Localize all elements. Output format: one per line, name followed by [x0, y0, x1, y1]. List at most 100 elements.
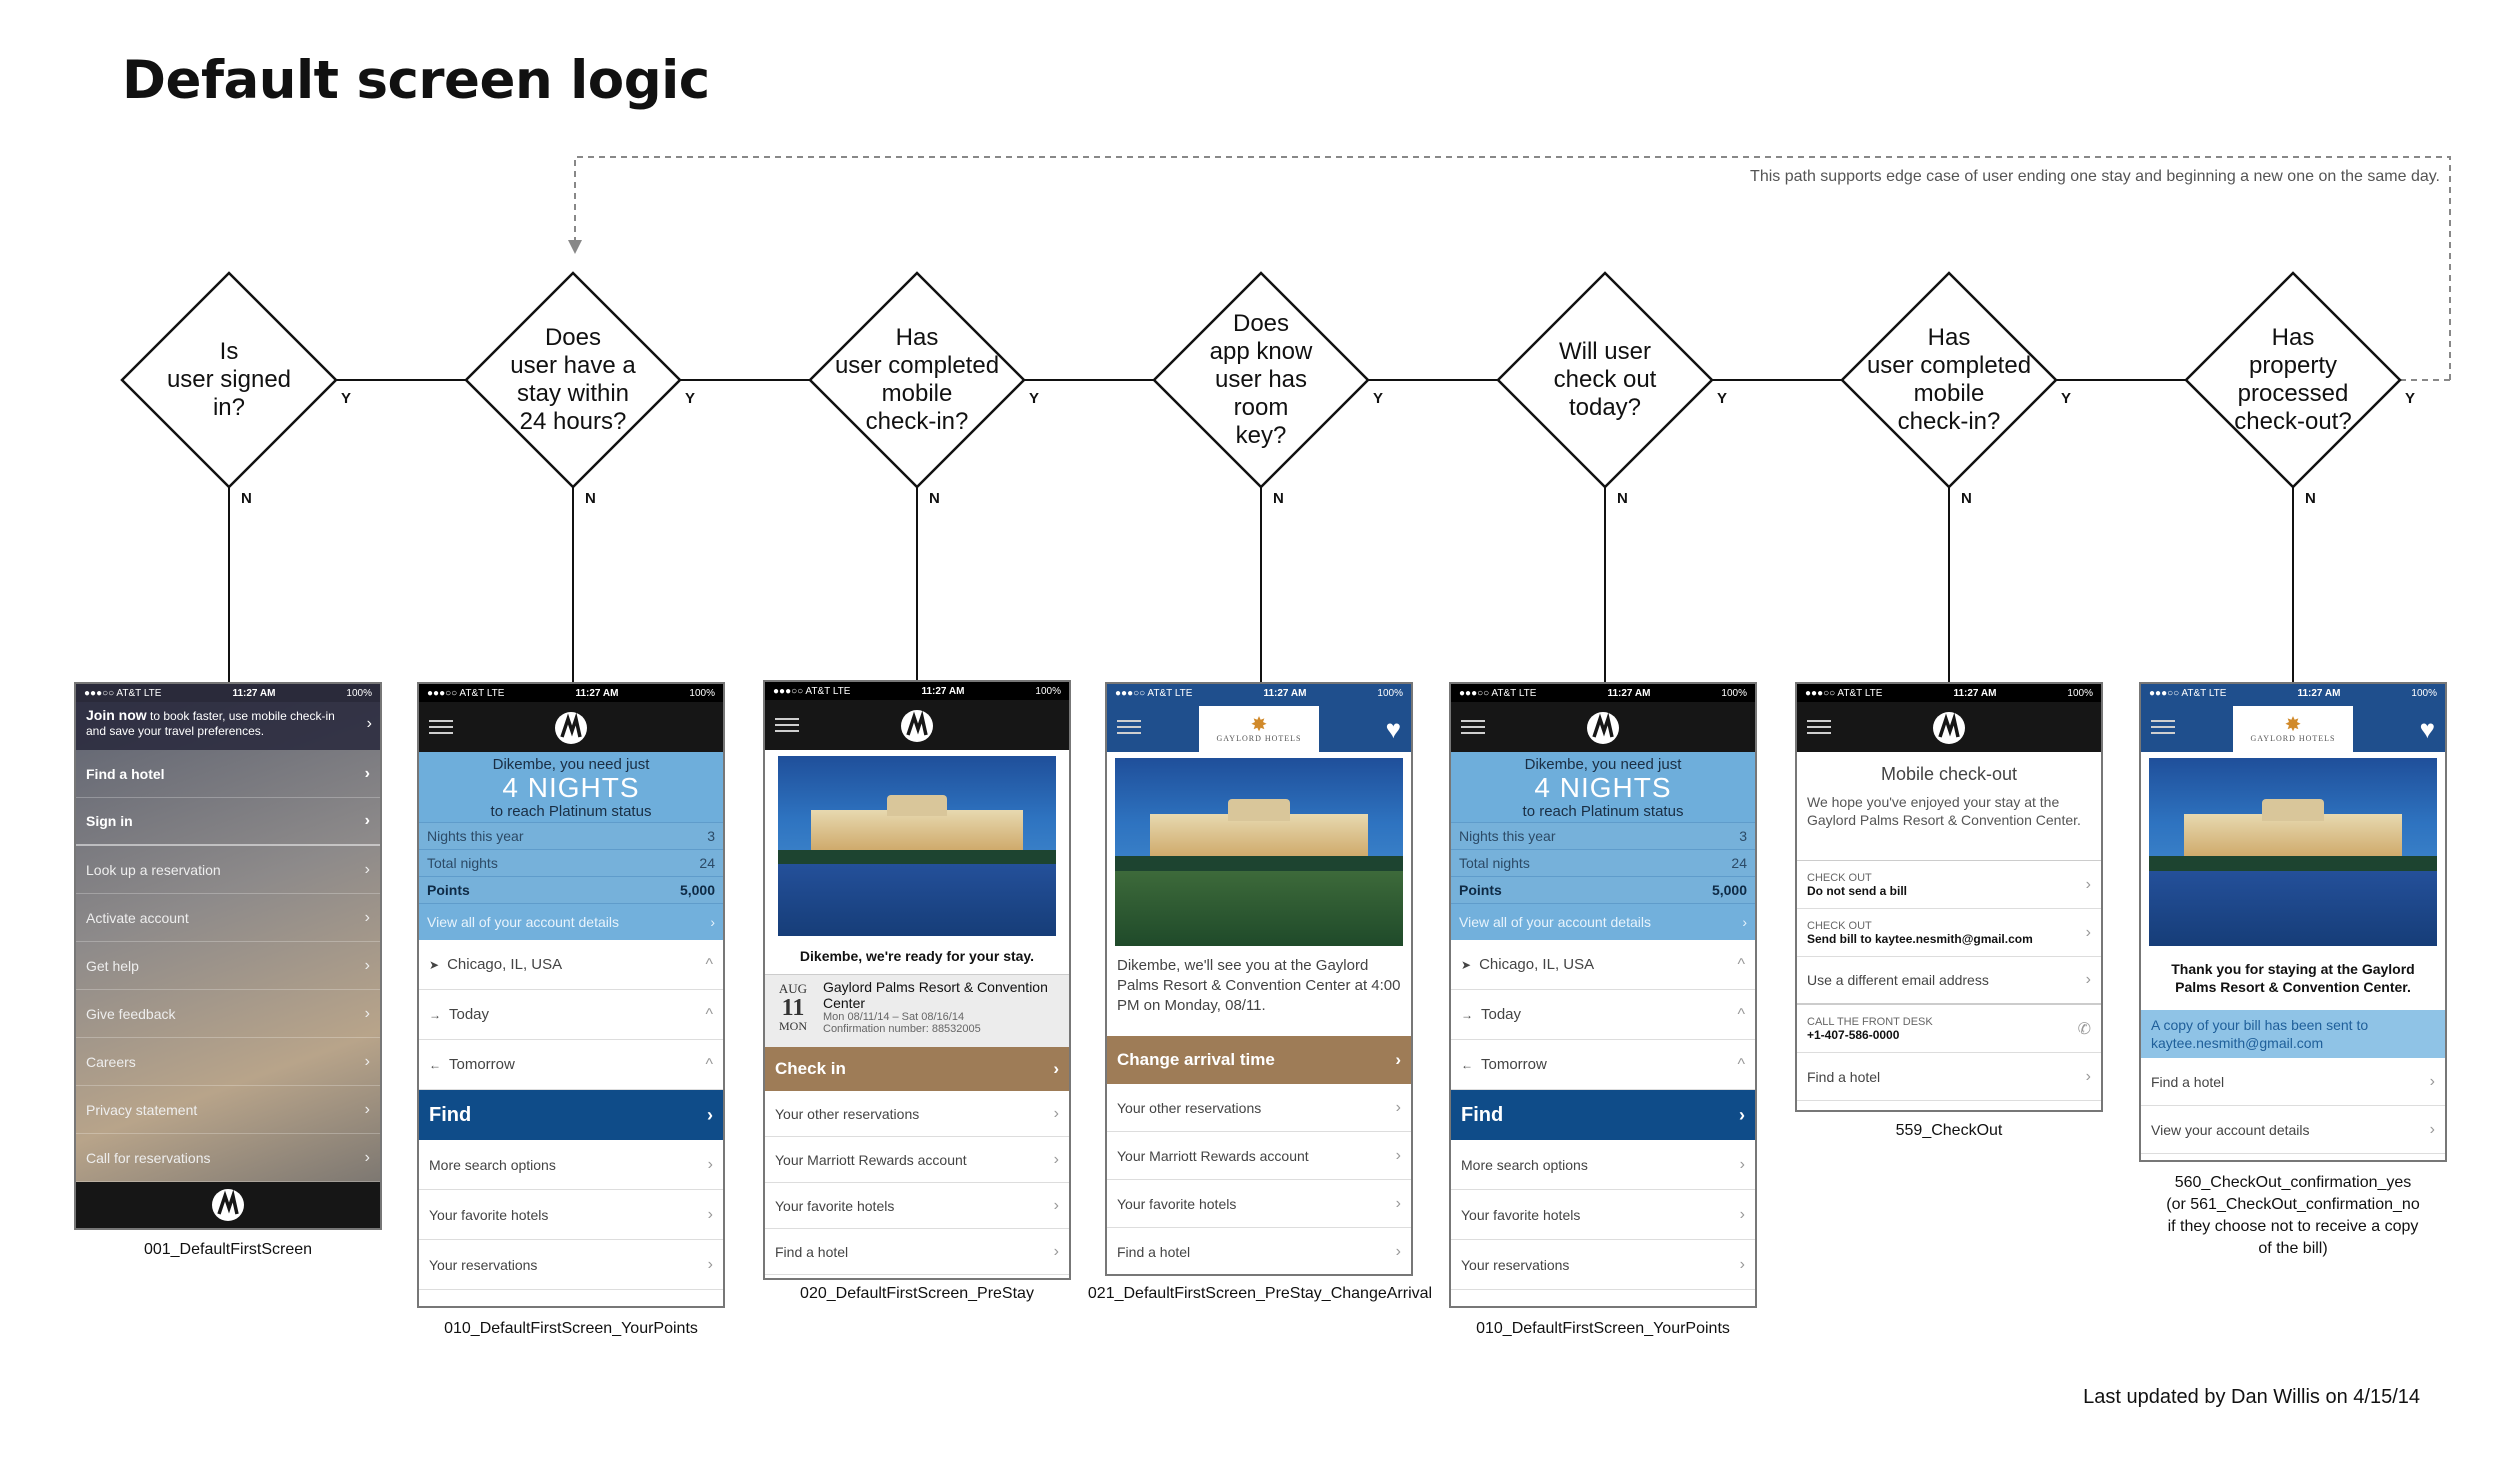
link-label: Your reservations	[429, 1257, 537, 1273]
chevron-right-icon: ›	[1054, 1243, 1059, 1261]
need-line: Dikembe, you need just	[419, 756, 723, 773]
link-item[interactable]: Your other reservations›	[765, 1091, 1069, 1137]
confirmation-number: Confirmation number: 88532005	[823, 1023, 1063, 1035]
nav-bar	[419, 702, 723, 752]
join-now-label: Join now	[86, 707, 147, 723]
link-item[interactable]: More search options›	[1451, 1140, 1755, 1190]
join-banner[interactable]: Join now to book faster, use mobile chec…	[76, 702, 380, 750]
no-label: N	[929, 490, 940, 507]
points-row-value: 3	[1739, 828, 1747, 844]
use-different-email-option[interactable]: Use a different email address ›	[1797, 957, 2101, 1005]
link-item[interactable]: Your Marriott Rewards account›	[1107, 1132, 1411, 1180]
menu-item-label: Get help	[86, 958, 139, 974]
menu-icon[interactable]	[429, 720, 453, 734]
chevron-right-icon: ›	[1396, 1099, 1401, 1117]
menu-item[interactable]: Give feedback›	[76, 990, 380, 1038]
link-item[interactable]: Your reservations›	[1451, 1240, 1755, 1290]
time-text: 11:27 AM	[2297, 688, 2340, 699]
menu-icon[interactable]	[2151, 720, 2175, 734]
link-list: Your other reservations›Your Marriott Re…	[1107, 1084, 1411, 1276]
link-item[interactable]: Your Marriott Rewards account›	[765, 1137, 1069, 1183]
location-field[interactable]: ➤Chicago, IL, USA^	[419, 940, 723, 990]
chevron-right-icon: ›	[2086, 971, 2091, 989]
question-line: key?	[1210, 422, 1313, 450]
link-item[interactable]: View your account details›	[2141, 1106, 2445, 1154]
arrival-message: Dikembe, we'll see you at the Gaylord Pa…	[1107, 946, 1411, 1036]
menu-item[interactable]: Privacy statement›	[76, 1086, 380, 1134]
checkout-send-bill-option[interactable]: CHECK OUT Send bill to kaytee.nesmith@gm…	[1797, 909, 2101, 957]
reservation-card[interactable]: AUG 11 MON Gaylord Palms Resort & Conven…	[765, 975, 1069, 1047]
menu-item[interactable]: Careers›	[76, 1038, 380, 1086]
menu-item[interactable]: Find a hotel›	[76, 750, 380, 798]
link-item[interactable]: Find a hotel›	[2141, 1058, 2445, 1106]
chevron-right-icon: ›	[708, 1156, 713, 1174]
link-item[interactable]: Find a hotel›	[1107, 1228, 1411, 1276]
change-arrival-button[interactable]: Change arrival time ›	[1107, 1036, 1411, 1084]
points-row-value: 24	[699, 855, 715, 871]
menu-item[interactable]: Activate account›	[76, 894, 380, 942]
points-row-label: Nights this year	[427, 828, 523, 844]
menu-icon[interactable]	[775, 718, 799, 732]
chevron-right-icon: ›	[1740, 1256, 1745, 1274]
check-out-date-field[interactable]: ←Tomorrow^	[419, 1040, 723, 1090]
chevron-up-icon: ^	[705, 956, 713, 974]
check-out-date-field[interactable]: ←Tomorrow^	[1451, 1040, 1755, 1090]
menu-item[interactable]: Get help›	[76, 942, 380, 990]
points-row-value: 24	[1731, 855, 1747, 871]
menu-item[interactable]: Sign in›	[76, 798, 380, 846]
bottom-logo-bar	[76, 1182, 380, 1228]
link-item[interactable]: Your favorite hotels›	[419, 1190, 723, 1240]
link-item[interactable]: Your reservations›	[419, 1240, 723, 1290]
nights-needed: 4 NIGHTS	[1451, 773, 1755, 803]
location-field[interactable]: ➤Chicago, IL, USA^	[1451, 940, 1755, 990]
yes-label: Y	[1029, 390, 1039, 407]
gaylord-logo: ✸ GAYLORD HOTELS	[1199, 706, 1319, 752]
link-item[interactable]: Find a hotel›	[765, 1229, 1069, 1275]
points-row-label: Total nights	[1459, 855, 1530, 871]
status-bar: ●●●○○ AT&T LTE11:27 AM100%	[419, 684, 723, 702]
check-in-button[interactable]: Check in ›	[765, 1047, 1069, 1091]
account-details-link[interactable]: View all of your account details›	[1451, 903, 1755, 940]
menu-icon[interactable]	[1117, 720, 1141, 734]
gaylord-logo: ✸ GAYLORD HOTELS	[2233, 706, 2353, 752]
question-line: user signed	[167, 366, 291, 394]
account-details-link[interactable]: View all of your account details›	[419, 903, 723, 940]
menu-icon[interactable]	[1461, 720, 1485, 734]
menu-item[interactable]: Call for reservations›	[76, 1134, 380, 1182]
find-button[interactable]: Find›	[419, 1090, 723, 1140]
link-label: Your favorite hotels	[775, 1198, 894, 1214]
decision-question-2: Doesuser have astay within24 hours?	[478, 290, 668, 470]
decision-question-5: Will usercheck outtoday?	[1510, 290, 1700, 470]
nav-bar: ✸ GAYLORD HOTELS ♥	[1107, 702, 1411, 752]
find-button[interactable]: Find›	[1451, 1090, 1755, 1140]
link-label: Your favorite hotels	[429, 1207, 548, 1223]
chevron-right-icon: ›	[2086, 876, 2091, 894]
link-item[interactable]: Your other reservations›	[1107, 1084, 1411, 1132]
points-row: Total nights24	[419, 849, 723, 876]
question-line: Has	[835, 324, 999, 352]
link-item[interactable]: Your favorite hotels›	[1451, 1190, 1755, 1240]
menu-item[interactable]: Look up a reservation›	[76, 846, 380, 894]
chevron-right-icon: ›	[2430, 1121, 2435, 1139]
link-item[interactable]: More search options›	[419, 1140, 723, 1190]
call-front-desk-option[interactable]: CALL THE FRONT DESK +1-407-586-0000 ✆	[1797, 1005, 2101, 1053]
status-bar: ●●●○○ AT&T LTE 11:27 AM 100%	[2141, 684, 2445, 702]
find-hotel-link[interactable]: Find a hotel ›	[1797, 1053, 2101, 1101]
favorite-heart-icon[interactable]: ♥	[2420, 716, 2435, 742]
link-item[interactable]: Your favorite hotels›	[1107, 1180, 1411, 1228]
check-in-date-field[interactable]: →Today^	[1451, 990, 1755, 1040]
chevron-right-icon: ›	[707, 1105, 713, 1126]
points-row-label: Points	[427, 882, 470, 898]
check-in-date-field[interactable]: →Today^	[419, 990, 723, 1040]
link-item[interactable]: Your favorite hotels›	[765, 1183, 1069, 1229]
menu-icon[interactable]	[1807, 720, 1831, 734]
hotel-photo	[2149, 758, 2437, 946]
chevron-right-icon: ›	[1742, 914, 1747, 930]
last-updated-footer: Last updated by Dan Willis on 4/15/14	[2083, 1386, 2420, 1409]
checkout-no-bill-option[interactable]: CHECK OUT Do not send a bill ›	[1797, 861, 2101, 909]
question-line: 24 hours?	[510, 408, 635, 436]
time-text: 11:27 AM	[1263, 688, 1306, 699]
caption-line: (or 561_CheckOut_confirmation_no	[2139, 1194, 2447, 1216]
account-details-label: View all of your account details	[427, 914, 619, 930]
favorite-heart-icon[interactable]: ♥	[1386, 716, 1401, 742]
